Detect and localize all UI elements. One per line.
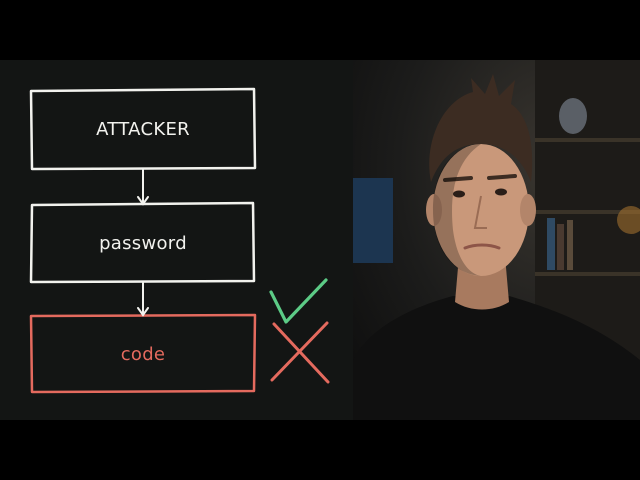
shelf-ornament (559, 98, 587, 134)
shelf-board (535, 138, 640, 142)
eyebrow (443, 176, 473, 182)
diagram-panel: ATTACKER password code (0, 60, 353, 420)
nose (473, 195, 487, 229)
eye (495, 188, 507, 196)
password-box (29, 201, 256, 284)
monitor (353, 178, 393, 263)
arrow-attacker-to-password (137, 169, 149, 206)
attacker-label: ATTACKER (96, 119, 190, 140)
shelf-board (535, 272, 640, 276)
hair (429, 74, 533, 182)
code-label: code (120, 343, 166, 365)
cross-icon (270, 321, 330, 384)
shelf-board (535, 210, 640, 214)
mouth (463, 243, 501, 250)
arrow-password-to-code (137, 282, 149, 317)
eye (453, 190, 465, 198)
password-label: password (99, 232, 187, 254)
shelf-book (547, 218, 555, 270)
shelf-book (567, 220, 573, 270)
ear (426, 194, 442, 226)
check-icon (269, 278, 328, 324)
shirt (353, 296, 640, 420)
presenter-photo (353, 60, 640, 420)
face-shadow (433, 144, 481, 276)
attacker-box (29, 87, 257, 171)
code-box (29, 313, 257, 394)
ear (520, 194, 536, 226)
flow-diagram (29, 87, 330, 394)
warm-light (617, 206, 640, 234)
presenter-illustration (353, 60, 640, 420)
eyebrow (487, 174, 517, 180)
video-frame: ATTACKER password code (0, 60, 640, 420)
shelf-book (557, 224, 564, 270)
